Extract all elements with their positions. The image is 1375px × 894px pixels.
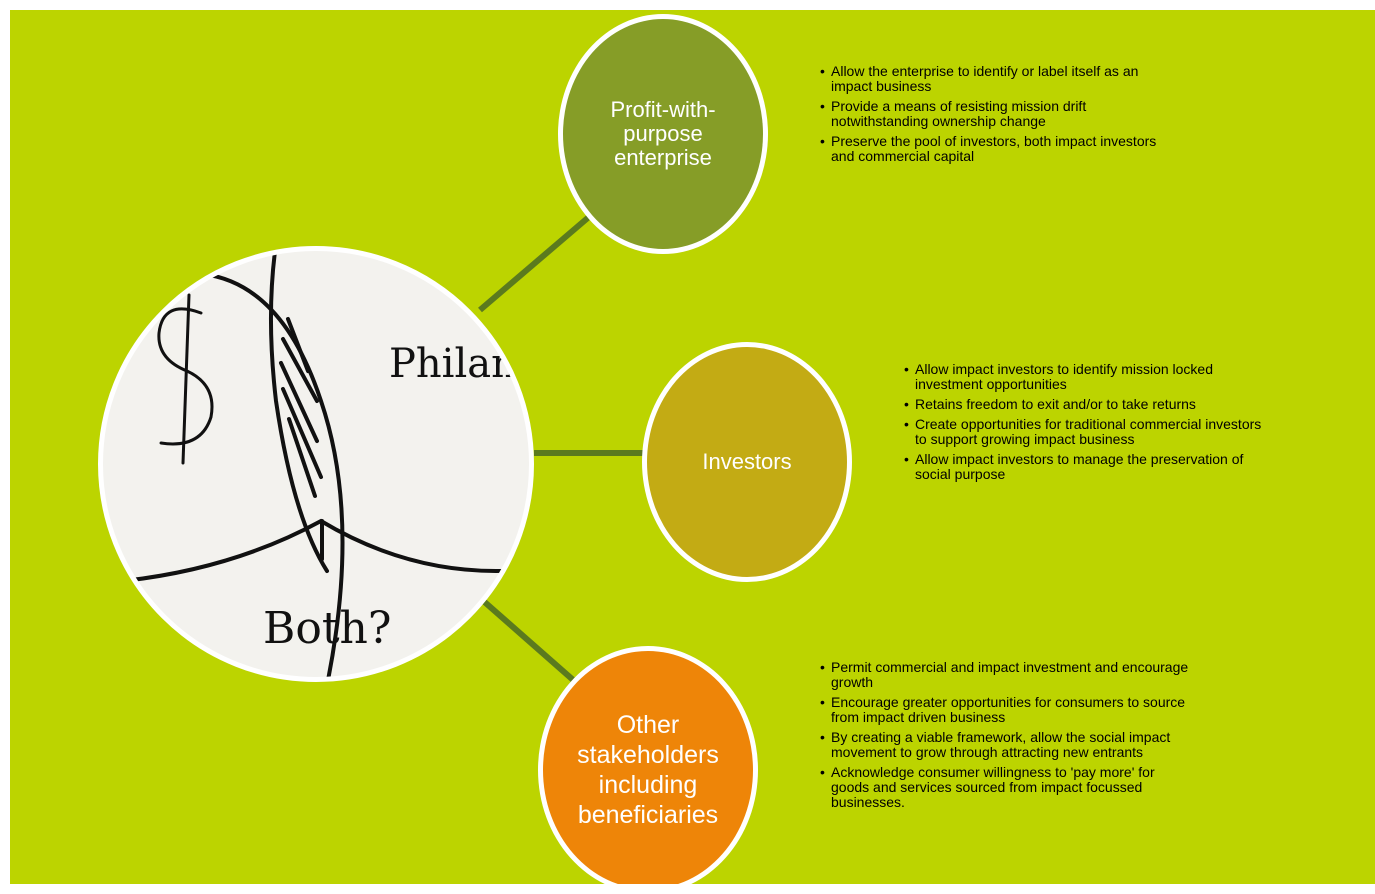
sketch-hatch-2 <box>281 337 319 403</box>
investors-node: Investors <box>642 342 852 582</box>
bullet-item: Create opportunities for traditional com… <box>904 417 1274 447</box>
connector-lines <box>478 213 644 689</box>
investors-node-title: Investors <box>702 449 792 474</box>
connector-stakeholders <box>478 595 582 689</box>
sketch-label-both: Both? <box>263 603 391 654</box>
bullet-item: By creating a viable framework, allow th… <box>820 730 1190 760</box>
bullet-item: Allow the enterprise to identify or labe… <box>820 64 1160 94</box>
bullet-item: Allow impact investors to manage the pre… <box>904 452 1274 482</box>
enterprise-node: Profit-with-purpose enterprise <box>558 14 768 254</box>
venn-sketch-drawing: Philant Both? <box>121 251 529 677</box>
sketch-label-philant: Philant <box>389 341 529 387</box>
bullet-item: Permit commercial and impact investment … <box>820 660 1190 690</box>
enterprise-bullet-list: Allow the enterprise to identify or labe… <box>820 64 1160 169</box>
sketch-hatch-3 <box>279 361 319 443</box>
center-sketch-image: Philant Both? <box>98 246 534 682</box>
sketch-hatch-4 <box>281 387 323 479</box>
sketch-dollar-bar <box>181 293 191 465</box>
sketch-circle-left <box>268 251 329 573</box>
stakeholders-bullet-list: Permit commercial and impact investment … <box>820 660 1190 815</box>
connector-enterprise <box>478 213 592 313</box>
sketch-hatch-5 <box>287 417 317 498</box>
bullet-item: Provide a means of resisting mission dri… <box>820 99 1160 129</box>
stakeholders-node: Other stakeholders including beneficiari… <box>538 646 758 884</box>
sketch-hatch-1 <box>286 317 310 373</box>
bullet-item: Preserve the pool of investors, both imp… <box>820 134 1160 164</box>
stakeholders-node-title: Other stakeholders including beneficiari… <box>577 711 719 829</box>
diagram-canvas: Philant Both? Profit-with-purpose enterp… <box>10 10 1375 884</box>
enterprise-node-title: Profit-with-purpose enterprise <box>610 97 716 170</box>
investors-bullet-list: Allow impact investors to identify missi… <box>904 362 1274 487</box>
sketch-circle-right <box>121 271 345 677</box>
bullet-item: Acknowledge consumer willingness to 'pay… <box>820 765 1190 810</box>
bullet-item: Allow impact investors to identify missi… <box>904 362 1274 392</box>
bullet-item: Retains freedom to exit and/or to take r… <box>904 397 1274 413</box>
bullet-item: Encourage greater opportunities for cons… <box>820 695 1190 725</box>
